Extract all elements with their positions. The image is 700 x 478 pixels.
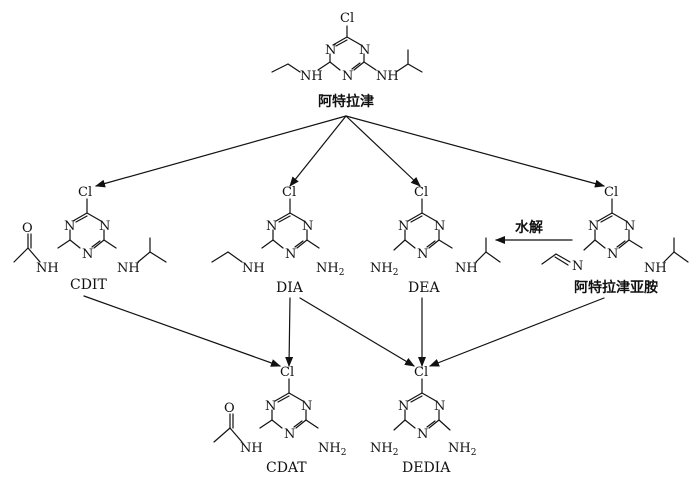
n-atom: N [417,247,428,262]
nh-group: NH [242,261,265,276]
n-atom: N [64,219,75,234]
n-atom: N [417,427,428,442]
n-atom: N [266,219,277,234]
dedia-structure: Cl N N N NH2 NH2 DEDIA [370,365,476,476]
arrow-imine-to-dedia [429,297,605,367]
compound-label-atrazine-imine: 阿特拉津亚胺 [574,279,658,296]
compound-label-atrazine: 阿特拉津 [318,93,374,110]
n-atom: N [302,219,313,234]
cl-atom: Cl [280,365,294,380]
atrazine-structure: Cl N N N NH NH 阿特拉津 [271,11,423,110]
arrow-dia-to-cdat [285,297,294,367]
n-atom: N [624,219,635,234]
nh-group: NH [455,261,478,276]
nh-group: NH [240,441,263,456]
n-atom: N [359,43,370,58]
n-atom: N [588,219,599,234]
compound-label-cdit: CDIT [70,277,107,293]
o-atom: O [22,221,33,236]
nh-group: NH [376,69,399,84]
n-atom: N [99,219,110,234]
n-atom: N [265,399,276,414]
arrow-dia-to-dedia [299,297,415,367]
cl-atom: Cl [340,11,354,26]
atrazine-imine-structure: Cl N N N N NH 阿特拉津亚胺 [541,185,689,296]
reaction-arrows: 水解 [83,115,605,367]
nh2-group: NH2 [370,441,398,458]
arrow-atrazine-to-dia [289,115,347,187]
n-atom: N [82,247,93,262]
nh-group: NH [117,261,140,276]
compound-label-cdat: CDAT [266,460,307,476]
n-atom: N [398,219,409,234]
hydrolysis-label: 水解 [515,219,543,236]
o-atom: O [224,401,235,416]
n-atom: N [325,43,336,58]
n-atom: N [434,399,445,414]
n-atom: N [301,399,312,414]
cl-atom: Cl [78,185,92,200]
n-atom: N [434,219,445,234]
arrow-atrazine-to-cdit [95,115,347,188]
dea-structure: Cl N N N NH2 NH DEA [370,185,501,296]
cl-atom: Cl [282,185,296,200]
cdit-structure: Cl N N N NH O NH CDIT [13,185,167,293]
nh-group: NH [644,261,667,276]
n-atom: N [572,259,583,274]
cl-atom: Cl [604,185,618,200]
arrow-cdit-to-cdat [83,295,281,367]
nh2-group: NH2 [448,441,476,458]
nh2-group: NH2 [318,441,346,458]
nh-group: NH [36,261,59,276]
nh2-group: NH2 [316,261,344,278]
n-atom: N [285,247,296,262]
n-atom: N [607,247,618,262]
nh2-group: NH2 [370,261,398,278]
cdat-structure: Cl N N N NH O NH2 CDAT [213,365,346,476]
cl-atom: Cl [414,185,428,200]
compound-label-dea: DEA [408,280,440,296]
cl-atom: Cl [414,365,428,380]
arrow-atrazine-to-dea [345,115,421,187]
n-atom: N [342,69,353,84]
dia-structure: Cl N N N NH NH2 DIA [211,185,344,296]
compound-label-dia: DIA [276,280,304,296]
compound-label-dedia: DEDIA [402,460,451,476]
arrow-atrazine-to-imine [345,115,605,188]
nh-group: NH [300,69,323,84]
n-atom: N [284,427,295,442]
n-atom: N [398,399,409,414]
